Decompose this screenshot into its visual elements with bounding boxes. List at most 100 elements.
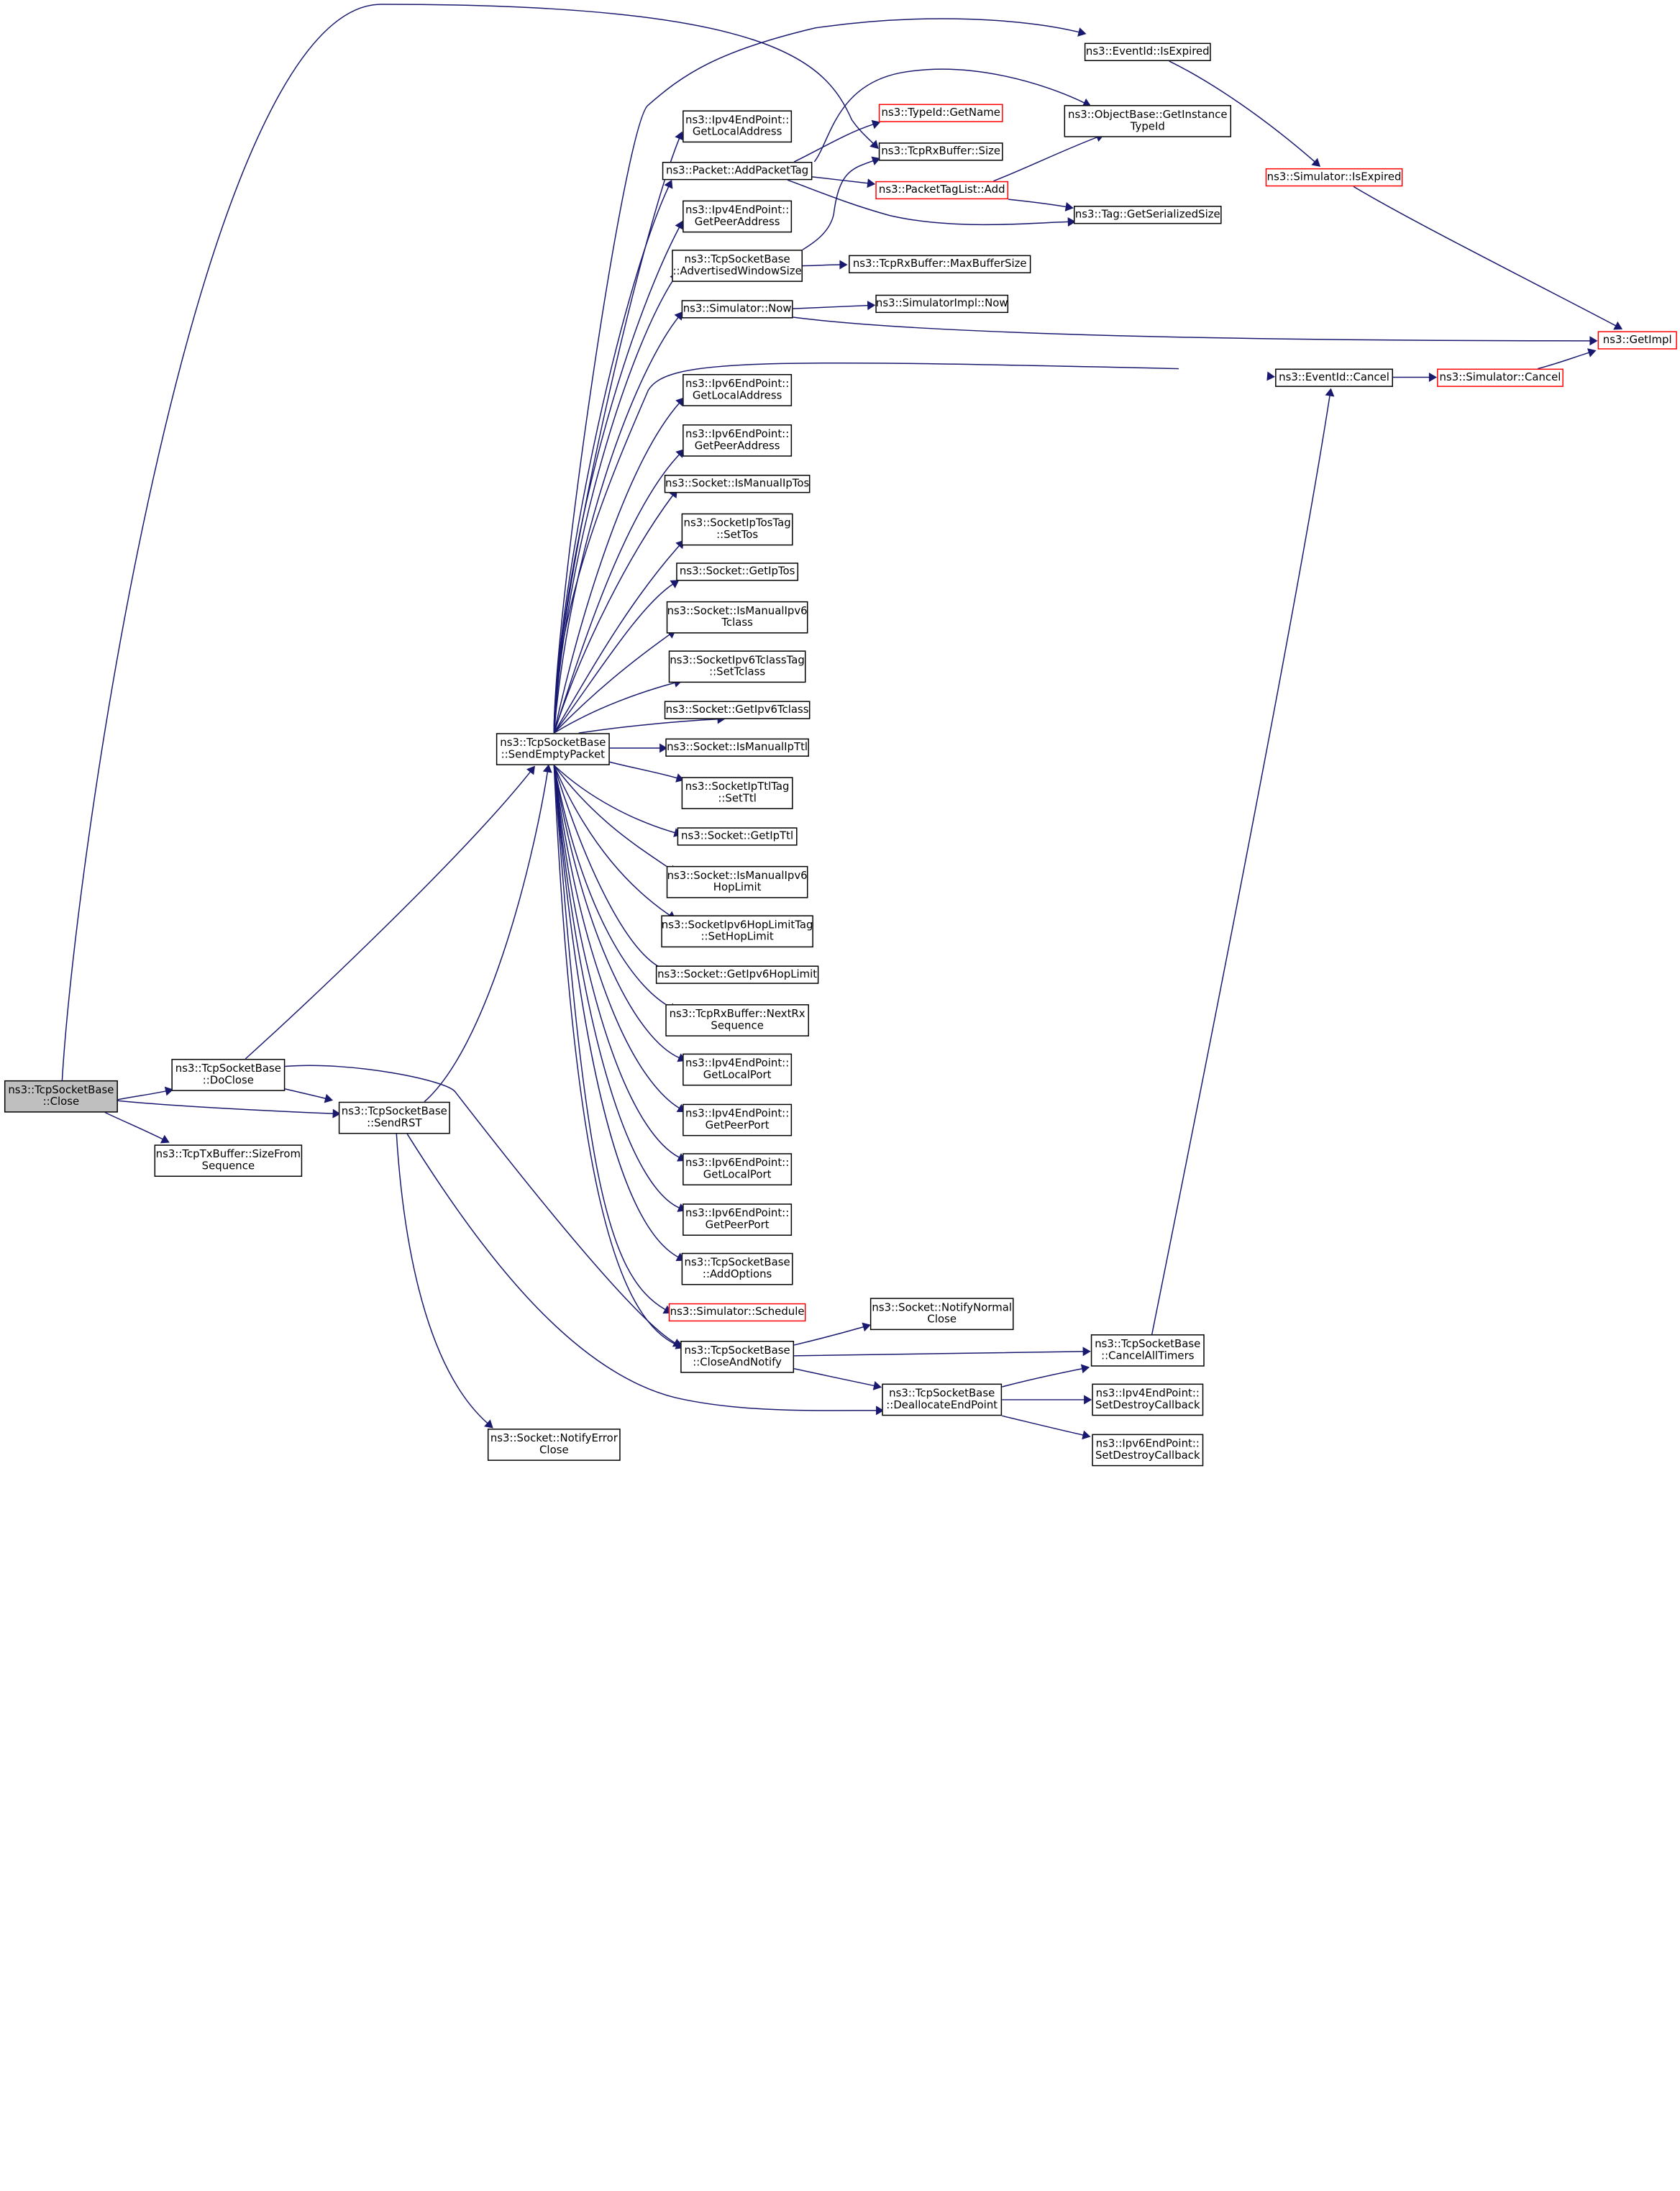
node-getipv6hoplimit[interactable]: ns3::Socket::GetIpv6HopLimit <box>655 965 819 984</box>
node-closeandnotify[interactable]: ns3::TcpSocketBase::CloseAndNotify <box>680 1340 795 1373</box>
edge-addpackettag-to-typeidgetname <box>793 124 874 163</box>
edge-packettaglistadd-to-getinstancetypeid <box>992 137 1098 182</box>
node-getimpl[interactable]: ns3::GetImpl <box>1597 331 1677 350</box>
edge-sendempty-to-simnow <box>553 316 679 734</box>
node-ipv6getpeeraddr[interactable]: ns3::Ipv6EndPoint::GetPeerAddress <box>682 424 793 457</box>
edge-sendempty-to-setttl <box>609 761 677 779</box>
node-sendrst[interactable]: ns3::TcpSocketBase::SendRST <box>338 1101 450 1134</box>
node-label-line: ns3::Socket::IsManualIpTos <box>665 478 810 490</box>
node-label-line: ns3::Socket::NotifyNormal <box>872 1301 1013 1313</box>
arrowhead-closeandnotify-to-cancelalltimers <box>1082 1347 1091 1357</box>
node-label-line: ns3::SocketIpTtlTag <box>685 780 790 793</box>
node-label-line: ns3::TcpTxBuffer::SizeFrom <box>155 1148 301 1160</box>
node-setttl[interactable]: ns3::SocketIpTtlTag::SetTtl <box>681 777 793 809</box>
node-rxbuffersize[interactable]: ns3::TcpRxBuffer::Size <box>878 142 1003 161</box>
node-eventcancel[interactable]: ns3::EventId::Cancel <box>1275 368 1393 387</box>
node-close[interactable]: ns3::TcpSocketBase::Close <box>4 1080 118 1113</box>
node-label-line: ns3::EventId::IsExpired <box>1085 45 1210 58</box>
arrowhead-doclose-to-sendrst <box>324 1093 334 1103</box>
node-cancelalltimers[interactable]: ns3::TcpSocketBase::CancelAllTimers <box>1090 1334 1205 1367</box>
node-ipv4getlocaladdr[interactable]: ns3::Ipv4EndPoint::GetLocalAddress <box>682 110 793 143</box>
node-eventisexpired[interactable]: ns3::EventId::IsExpired <box>1084 42 1211 61</box>
edge-deallocendpoint-to-ipv6setdestroy <box>1001 1415 1084 1436</box>
node-label-line: GetPeerPort <box>705 1120 770 1132</box>
node-label-line: ns3::SocketIpTosTag <box>683 516 791 529</box>
node-ipv6getpeerport[interactable]: ns3::Ipv6EndPoint::GetPeerPort <box>682 1203 793 1236</box>
node-doclose[interactable]: ns3::TcpSocketBase::DoClose <box>171 1059 286 1091</box>
edge-sendempty-to-eventcancel <box>553 362 1179 734</box>
edge-sendrst-to-notifyerror <box>396 1134 488 1424</box>
node-label-line: GetLocalAddress <box>692 390 782 402</box>
node-advwindow[interactable]: ns3::TcpSocketBase::AdvertisedWindowSize <box>672 250 803 282</box>
node-label-line: ns3::TcpSocketBase <box>684 1257 790 1269</box>
node-ipv4getpeeraddr[interactable]: ns3::Ipv4EndPoint::GetPeerAddress <box>682 200 793 233</box>
edge-sendempty-to-getipv6tclass <box>578 719 718 734</box>
node-packettaglistadd[interactable]: ns3::PacketTagList::Add <box>875 181 1009 200</box>
node-ipv4getpeerport[interactable]: ns3::Ipv4EndPoint::GetPeerPort <box>682 1103 793 1137</box>
arrowhead-close-to-sizefromseq <box>160 1134 170 1144</box>
edge-sendempty-to-ipv6getpeerport <box>553 765 680 1208</box>
node-label-line: GetPeerAddress <box>694 216 780 229</box>
node-sendempty[interactable]: ns3::TcpSocketBase::SendEmptyPacket <box>496 733 610 765</box>
node-sethoplimit[interactable]: ns3::SocketIpv6HopLimitTag::SetHopLimit <box>661 915 813 948</box>
node-simnow[interactable]: ns3::Simulator::Now <box>681 300 793 319</box>
node-label-line: ::Close <box>42 1096 80 1108</box>
node-typeidgetname[interactable]: ns3::TypeId::GetName <box>878 104 1003 122</box>
node-ipv6getlocalport[interactable]: ns3::Ipv6EndPoint::GetLocalPort <box>682 1153 793 1185</box>
node-addpackettag[interactable]: ns3::Packet::AddPacketTag <box>662 161 813 181</box>
edge-cancelalltimers-to-eventcancel <box>1151 395 1330 1335</box>
arrowhead-sendempty-to-getiptos <box>670 580 680 588</box>
edge-packettaglistadd-to-taggetserializedsize <box>1008 199 1067 208</box>
node-rxmaxbuffersize[interactable]: ns3::TcpRxBuffer::MaxBufferSize <box>849 255 1031 273</box>
node-getiptos[interactable]: ns3::Socket::GetIpTos <box>676 562 799 581</box>
edge-sendempty-to-ipv4getpeeraddr <box>553 227 680 734</box>
node-ipv4getlocalport[interactable]: ns3::Ipv4EndPoint::GetLocalPort <box>682 1053 793 1086</box>
node-addoptions[interactable]: ns3::TcpSocketBase::AddOptions <box>681 1252 793 1285</box>
node-label-line: ns3::TcpSocketBase <box>889 1387 995 1400</box>
node-ismanualipttl[interactable]: ns3::Socket::IsManualIpTtl <box>665 738 809 757</box>
edge-sendempty-to-getipv6hoplimit <box>553 765 667 971</box>
node-simimplnow[interactable]: ns3::SimulatorImpl::Now <box>875 294 1009 314</box>
edge-closeandnotify-to-notifynormalclose <box>793 1326 864 1346</box>
edge-sendempty-to-ipv6getlocalport <box>553 765 680 1158</box>
node-label-line: ns3::SocketIpv6HopLimitTag <box>661 919 813 931</box>
node-label-line: ::SendRST <box>367 1118 422 1130</box>
edge-eventisexpired-to-simisexpired <box>1169 60 1315 163</box>
node-deallocendpoint[interactable]: ns3::TcpSocketBase::DeallocateEndPoint <box>882 1383 1003 1416</box>
node-simisexpired[interactable]: ns3::Simulator::IsExpired <box>1265 168 1403 187</box>
node-label-line: ns3::TcpRxBuffer::Size <box>881 145 1001 158</box>
node-label-line: ::AdvertisedWindowSize <box>672 265 802 278</box>
node-settos[interactable]: ns3::SocketIpTosTag::SetTos <box>681 513 793 546</box>
edge-advwindow-to-rxbuffersize <box>802 160 874 250</box>
node-getipttl[interactable]: ns3::Socket::GetIpTtl <box>677 827 798 846</box>
node-simschedule[interactable]: ns3::Simulator::Schedule <box>668 1303 806 1322</box>
node-label-line: ::DoClose <box>202 1075 254 1087</box>
node-ipv6setdestroy[interactable]: ns3::Ipv6EndPoint::SetDestroyCallback <box>1092 1434 1204 1467</box>
node-label-line: ns3::TcpSocketBase <box>341 1105 447 1118</box>
node-simcancel[interactable]: ns3::Simulator::Cancel <box>1437 368 1563 387</box>
node-taggetserializedsize[interactable]: ns3::Tag::GetSerializedSize <box>1073 206 1222 224</box>
node-ismanualiptos[interactable]: ns3::Socket::IsManualIpTos <box>664 475 811 493</box>
node-ipv4setdestroy[interactable]: ns3::Ipv4EndPoint::SetDestroyCallback <box>1092 1383 1204 1416</box>
node-getipv6tclass[interactable]: ns3::Socket::GetIpv6Tclass <box>664 701 811 719</box>
node-label-line: Sequence <box>201 1160 255 1173</box>
node-settclass[interactable]: ns3::SocketIpv6TclassTag::SetTclass <box>668 650 806 683</box>
arrowhead-simisexpired-to-getimpl <box>1613 321 1623 330</box>
edge-closeandnotify-to-cancelalltimers <box>794 1351 1084 1357</box>
edge-sendempty-to-addoptions <box>553 765 679 1258</box>
node-label-line: ns3::Simulator::IsExpired <box>1266 171 1402 183</box>
arrowhead-addpackettag-to-taggetserializedsize <box>1067 217 1076 227</box>
node-label-line: ns3::SimulatorImpl::Now <box>875 297 1008 310</box>
node-label-line: Close <box>927 1313 957 1326</box>
node-label-line: ns3::TcpSocketBase <box>1095 1338 1201 1350</box>
node-ipv6getlocaladdr[interactable]: ns3::Ipv6EndPoint::GetLocalAddress <box>682 374 793 406</box>
arrowhead-sendempty-to-ismanualipttl <box>659 743 668 753</box>
edge-sendempty-to-eventisexpired <box>553 18 1079 734</box>
